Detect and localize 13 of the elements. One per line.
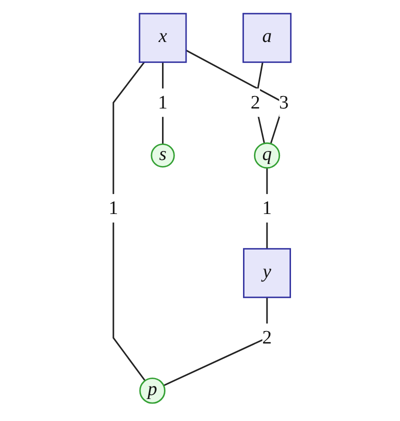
node-circle: q — [254, 142, 280, 169]
edge-label: 3 — [279, 92, 289, 114]
node-circle: p — [140, 378, 166, 404]
edge-label: 2 — [262, 327, 272, 348]
node-box: y — [243, 248, 292, 298]
node-circle: s — [151, 143, 176, 168]
connector — [112, 62, 146, 382]
edge-label: 2 — [250, 92, 260, 114]
edge-label: 1 — [262, 198, 272, 219]
edge-label: 1 — [108, 198, 118, 219]
edge-label: 1 — [158, 92, 168, 114]
node-box: x — [139, 12, 188, 63]
node-box: a — [242, 12, 292, 63]
